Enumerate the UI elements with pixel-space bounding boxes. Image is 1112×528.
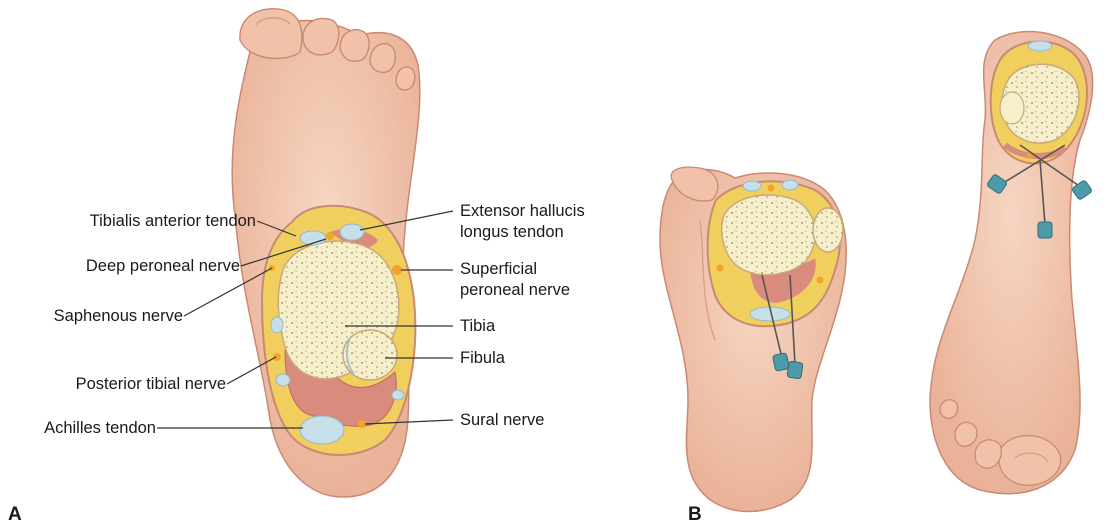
label-achilles-tendon: Achilles tendon [8, 418, 156, 439]
label-extensor-hallucis-line1: Extensor hallucis [460, 201, 585, 222]
label-posterior-tibial-nerve: Posterior tibial nerve [8, 374, 226, 395]
ankle-cross-section-a [262, 206, 415, 455]
label-superficial-peroneal-line1: Superficial [460, 259, 537, 280]
label-superficial-peroneal-line2: peroneal nerve [460, 280, 570, 301]
label-extensor-hallucis-line2: longus tendon [460, 222, 564, 243]
label-sural-nerve: Sural nerve [460, 410, 544, 431]
label-fibula: Fibula [460, 348, 505, 369]
label-saphenous-nerve: Saphenous nerve [8, 306, 183, 327]
panel-label-b: B [688, 504, 702, 526]
label-tibia: Tibia [460, 316, 495, 337]
label-tibialis-anterior-tendon: Tibialis anterior tendon [8, 211, 256, 232]
panel-label-a: A [8, 504, 22, 526]
foot-b-left [660, 167, 846, 511]
foot-b-right [930, 32, 1093, 494]
label-deep-peroneal-nerve: Deep peroneal nerve [8, 256, 240, 277]
foot-a [232, 9, 420, 497]
